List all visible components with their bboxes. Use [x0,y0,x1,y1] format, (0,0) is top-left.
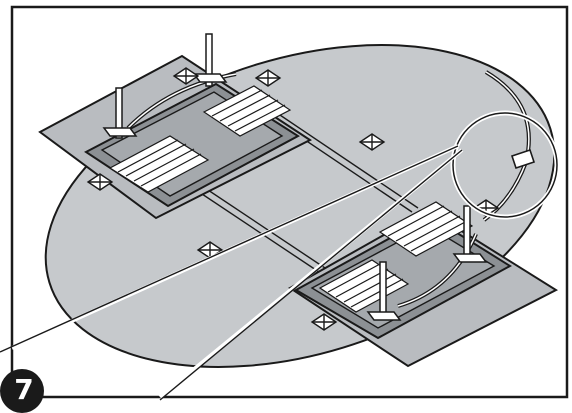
anchor-marker-2 [172,67,200,85]
step-number: 7 [14,373,34,406]
anchor-marker-7 [310,313,338,331]
anchor-marker-4 [358,133,386,151]
right-posts [366,205,488,321]
anchor-marker-1 [254,69,282,87]
left-slat-pad-lower [108,135,210,193]
left-posts [102,33,228,139]
callout-part [510,148,536,170]
left-carriage [84,82,300,208]
step-number-badge: 7 [0,369,44,413]
left-slat-pad-upper [202,85,292,137]
assembly-diagram [0,5,569,401]
leader-lines-stroke [0,145,463,401]
callout-circle-outline [452,112,558,218]
right-slat-pad-upper [378,201,474,257]
anchor-marker-3 [86,173,114,191]
right-carriage [293,201,512,340]
